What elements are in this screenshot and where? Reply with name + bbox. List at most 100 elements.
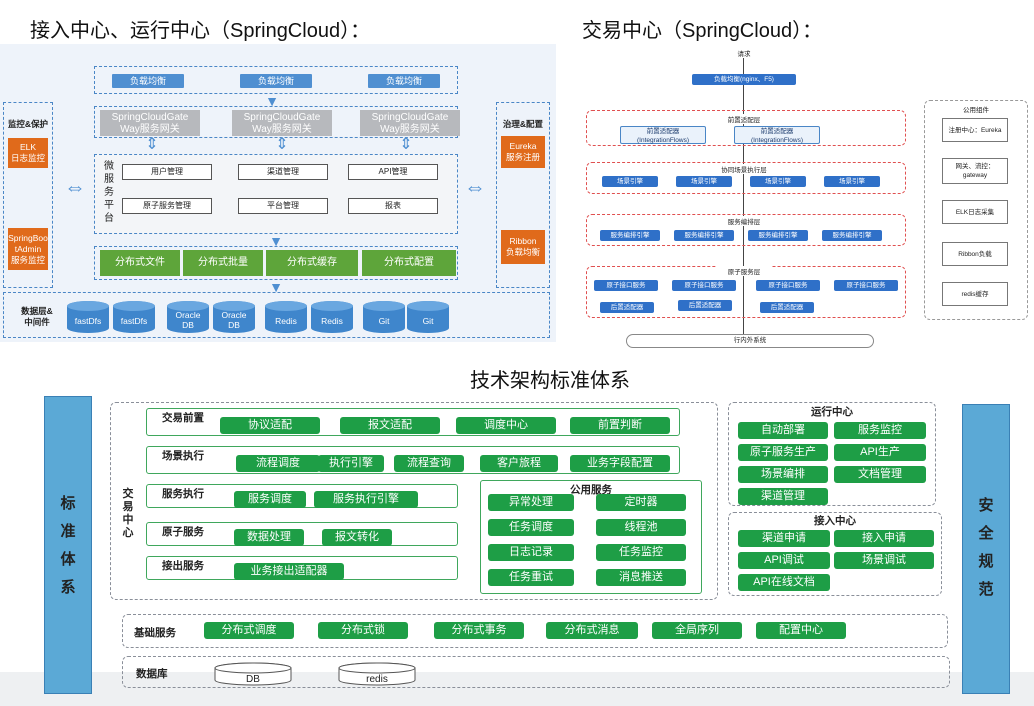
pl-c1: 微 [104, 161, 114, 172]
platform-label: 微 服 务 平 台 [102, 160, 116, 225]
fa1-line2: (IntegrationFlows) [636, 137, 690, 144]
elk-line1: ELK [19, 142, 37, 152]
right-title: 交易中心（SpringCloud）： [582, 20, 823, 42]
left-db-label: Redis [321, 316, 343, 326]
lb-row [94, 66, 458, 94]
public-service-item: 日志记录 [488, 544, 574, 561]
trade-item: 服务执行引擎 [314, 490, 418, 508]
trade-row-label: 接出服务 [162, 560, 204, 572]
lb-box-2: 负载均衡 [240, 74, 312, 88]
ribbon-line2: 负载均衡 [505, 247, 540, 257]
dl-line1: 数据层& [21, 306, 53, 316]
nginx-lb-box: 负载均衡(nginx、F5) [692, 74, 796, 85]
right-double-arrow-icon: ⇔ [464, 174, 486, 199]
user-mgmt-box: 用户管理 [122, 164, 212, 180]
cc3-line1: ELK日志采集 [955, 208, 995, 216]
left-db-label: Git [378, 316, 390, 326]
trade-center-box [110, 402, 718, 600]
run-center-item: API生产 [834, 444, 926, 461]
sba-line1: SpringBoo [8, 232, 48, 243]
service-engine-1: 服务编排引擎 [600, 230, 660, 241]
access-center-item: API在线文档 [738, 574, 830, 591]
service-engine-4: 服务编排引擎 [822, 230, 882, 241]
trade-item: 服务调度 [234, 490, 306, 508]
left-db-label: DB [182, 320, 194, 330]
base-services-label: 基础服务 [134, 627, 176, 639]
eureka-line2: 服务注册 [505, 152, 540, 162]
left-db-cylinder: Git [362, 300, 406, 334]
dist-batch-box: 分布式批量 [183, 250, 263, 276]
public-service-item: 消息推送 [596, 569, 686, 586]
report-box: 报表 [348, 198, 438, 214]
gateway-box-1: SpringCloudGate Way服务网关 [100, 110, 200, 136]
public-service-item: 任务监控 [596, 544, 686, 561]
database-box [122, 656, 950, 688]
atomic-mgmt-box: 原子服务管理 [122, 198, 212, 214]
atomic-if-2: 原子接口服务 [672, 280, 736, 291]
trade-item: 调度中心 [456, 416, 556, 434]
updown-arrow-2-icon: ⇕ [275, 136, 289, 153]
trade-item: 协议适配 [220, 416, 320, 434]
lb-c4: 系 [60, 579, 76, 596]
base-service-item: 配置中心 [756, 622, 846, 639]
rb-c4: 范 [978, 581, 994, 598]
ribbon-box: Ribbon 负载均衡 [501, 230, 545, 264]
cylinder-shape [311, 301, 353, 333]
lb-c1: 标 [60, 495, 76, 512]
springboot-admin-box: SpringBoo tAdmin 服务监控 [8, 228, 48, 270]
front-layer [586, 110, 906, 146]
run-center-item: 自动部署 [738, 422, 828, 439]
scene-engine-2: 场景引擎 [676, 176, 732, 187]
left-db-label: fastDfs [120, 316, 148, 326]
data-layer-label: 数据层& 中间件 [12, 306, 62, 328]
access-center-item: API调试 [738, 552, 830, 569]
trade-row-label: 服务执行 [162, 488, 204, 500]
cylinder-shape [338, 662, 416, 686]
trade-item: 报文适配 [340, 416, 440, 434]
trade-item: 数据处理 [234, 528, 304, 546]
run-center-item: 文档管理 [834, 466, 926, 483]
rb-c3: 规 [978, 553, 994, 570]
lb-box-1: 负载均衡 [112, 74, 184, 88]
public-service-item: 线程池 [596, 519, 686, 536]
left-db-label: Oracle [175, 310, 201, 320]
access-center-title: 接入中心 [814, 515, 856, 527]
left-db-cylinder: fastDfs [112, 300, 156, 334]
base-services-box [122, 614, 948, 648]
left-db-cylinder: Redis [310, 300, 354, 334]
pl-c4: 平 [104, 200, 114, 211]
left-title: 接入中心、运行中心（SpringCloud）： [30, 20, 371, 42]
run-center-title: 运行中心 [811, 406, 853, 418]
tc-c2: 易 [122, 501, 134, 513]
fa2-line2: (IntegrationFlows) [750, 137, 804, 144]
elk-box: ELK 日志监控 [8, 138, 48, 168]
trade-row-frame [146, 408, 680, 436]
access-center-box [728, 512, 942, 596]
gw1-line2: Way服务网关 [120, 124, 180, 135]
platform-mgmt-box: 平台管理 [238, 198, 328, 214]
left-db-label: Redis [275, 316, 297, 326]
flow-center-line [743, 52, 744, 340]
cc5-line1: redis缓存 [961, 290, 989, 298]
lb-c3: 体 [60, 551, 76, 568]
trade-item: 流程调度 [236, 454, 320, 472]
cc2-line1: 网关、流控： [955, 163, 995, 170]
run-center-item: 服务监控 [834, 422, 926, 439]
front-layer-label: 前置适配层 [712, 114, 776, 124]
elk-line2: 日志监控 [10, 153, 45, 163]
access-center-item: 场景调试 [834, 552, 934, 569]
pl-c5: 台 [104, 213, 114, 224]
trade-row-frame [146, 522, 458, 546]
dist-config-box: 分布式配置 [362, 250, 456, 276]
trade-row-label: 场景执行 [162, 450, 204, 462]
trade-item: 前置判断 [570, 416, 670, 434]
database-label: 数据库 [136, 668, 168, 680]
left-db-cylinder: Redis [264, 300, 308, 334]
governance-column [496, 102, 550, 288]
fa1-line1: 前置适配器 [646, 128, 680, 135]
ribbon-component: Ribbon负载 [942, 242, 1008, 266]
left-db-label: DB [228, 320, 240, 330]
left-db-label: Git [422, 316, 434, 326]
api-mgmt-box: API管理 [348, 164, 438, 180]
